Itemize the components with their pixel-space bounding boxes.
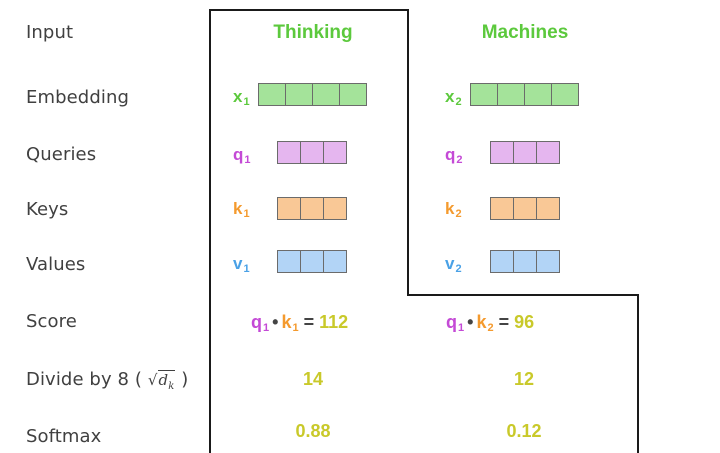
divide-prefix: Divide by 8 ( — [26, 369, 143, 390]
embedding-cell — [312, 83, 340, 106]
query-cell — [277, 141, 301, 164]
key-label-k2: k2 — [445, 199, 462, 220]
value-vector-v2 — [490, 250, 560, 273]
query-cell — [536, 141, 560, 164]
embedding-label-x1: x1 — [233, 87, 250, 108]
key-label-k1: k1 — [233, 199, 250, 220]
value-cell — [490, 250, 514, 273]
key-vector-k2 — [490, 197, 560, 220]
key-vector-k1 — [277, 197, 347, 220]
divide-suffix: ) — [181, 369, 189, 390]
word-thinking: Thinking — [273, 22, 353, 43]
value-cell — [323, 250, 347, 273]
embedding-label-x2: x2 — [445, 87, 462, 108]
row-label-softmax: Softmax — [26, 426, 102, 447]
value-label-v1: v1 — [233, 254, 250, 275]
embedding-vector-x2 — [470, 83, 579, 106]
query-cell — [300, 141, 324, 164]
divided-value-thinking: 14 — [302, 369, 324, 389]
value-cell — [513, 250, 537, 273]
query-cell — [323, 141, 347, 164]
value-cell — [300, 250, 324, 273]
embedding-cell — [470, 83, 498, 106]
query-label-q2: q2 — [445, 145, 463, 166]
score-thinking: q1•k1 = 112 — [251, 312, 349, 334]
query-label-q1: q1 — [233, 145, 251, 166]
embedding-cell — [551, 83, 579, 106]
softmax-value-thinking: 0.88 — [295, 421, 331, 441]
key-cell — [513, 197, 537, 220]
value-label-v2: v2 — [445, 254, 462, 275]
row-label-embedding: Embedding — [26, 87, 129, 108]
row-label-keys: Keys — [26, 199, 69, 220]
embedding-cell — [524, 83, 552, 106]
score-value-thinking: 112 — [319, 312, 349, 332]
divided-value-machines: 12 — [513, 369, 535, 389]
score-machines: q1•k2 = 96 — [446, 312, 535, 334]
query-vector-q1 — [277, 141, 347, 164]
key-cell — [490, 197, 514, 220]
softmax-value-machines: 0.12 — [506, 421, 542, 441]
key-cell — [536, 197, 560, 220]
embedding-cell — [285, 83, 313, 106]
query-vector-q2 — [490, 141, 560, 164]
row-label-values: Values — [26, 254, 86, 275]
embedding-cell — [258, 83, 286, 106]
row-label-input: Input — [26, 22, 74, 43]
value-vector-v1 — [277, 250, 347, 273]
embedding-vector-x1 — [258, 83, 367, 106]
value-cell — [277, 250, 301, 273]
embedding-cell — [497, 83, 525, 106]
word-machines: Machines — [481, 22, 569, 43]
score-value-machines: 96 — [514, 312, 535, 332]
query-cell — [513, 141, 537, 164]
row-label-divide: Divide by 8 ( √dk ) — [26, 369, 188, 392]
row-label-queries: Queries — [26, 144, 97, 165]
key-cell — [323, 197, 347, 220]
query-cell — [490, 141, 514, 164]
row-label-score: Score — [26, 311, 77, 332]
value-cell — [536, 250, 560, 273]
embedding-cell — [339, 83, 367, 106]
key-cell — [277, 197, 301, 220]
key-cell — [300, 197, 324, 220]
sqrt-dk-formula: √dk — [147, 370, 176, 392]
